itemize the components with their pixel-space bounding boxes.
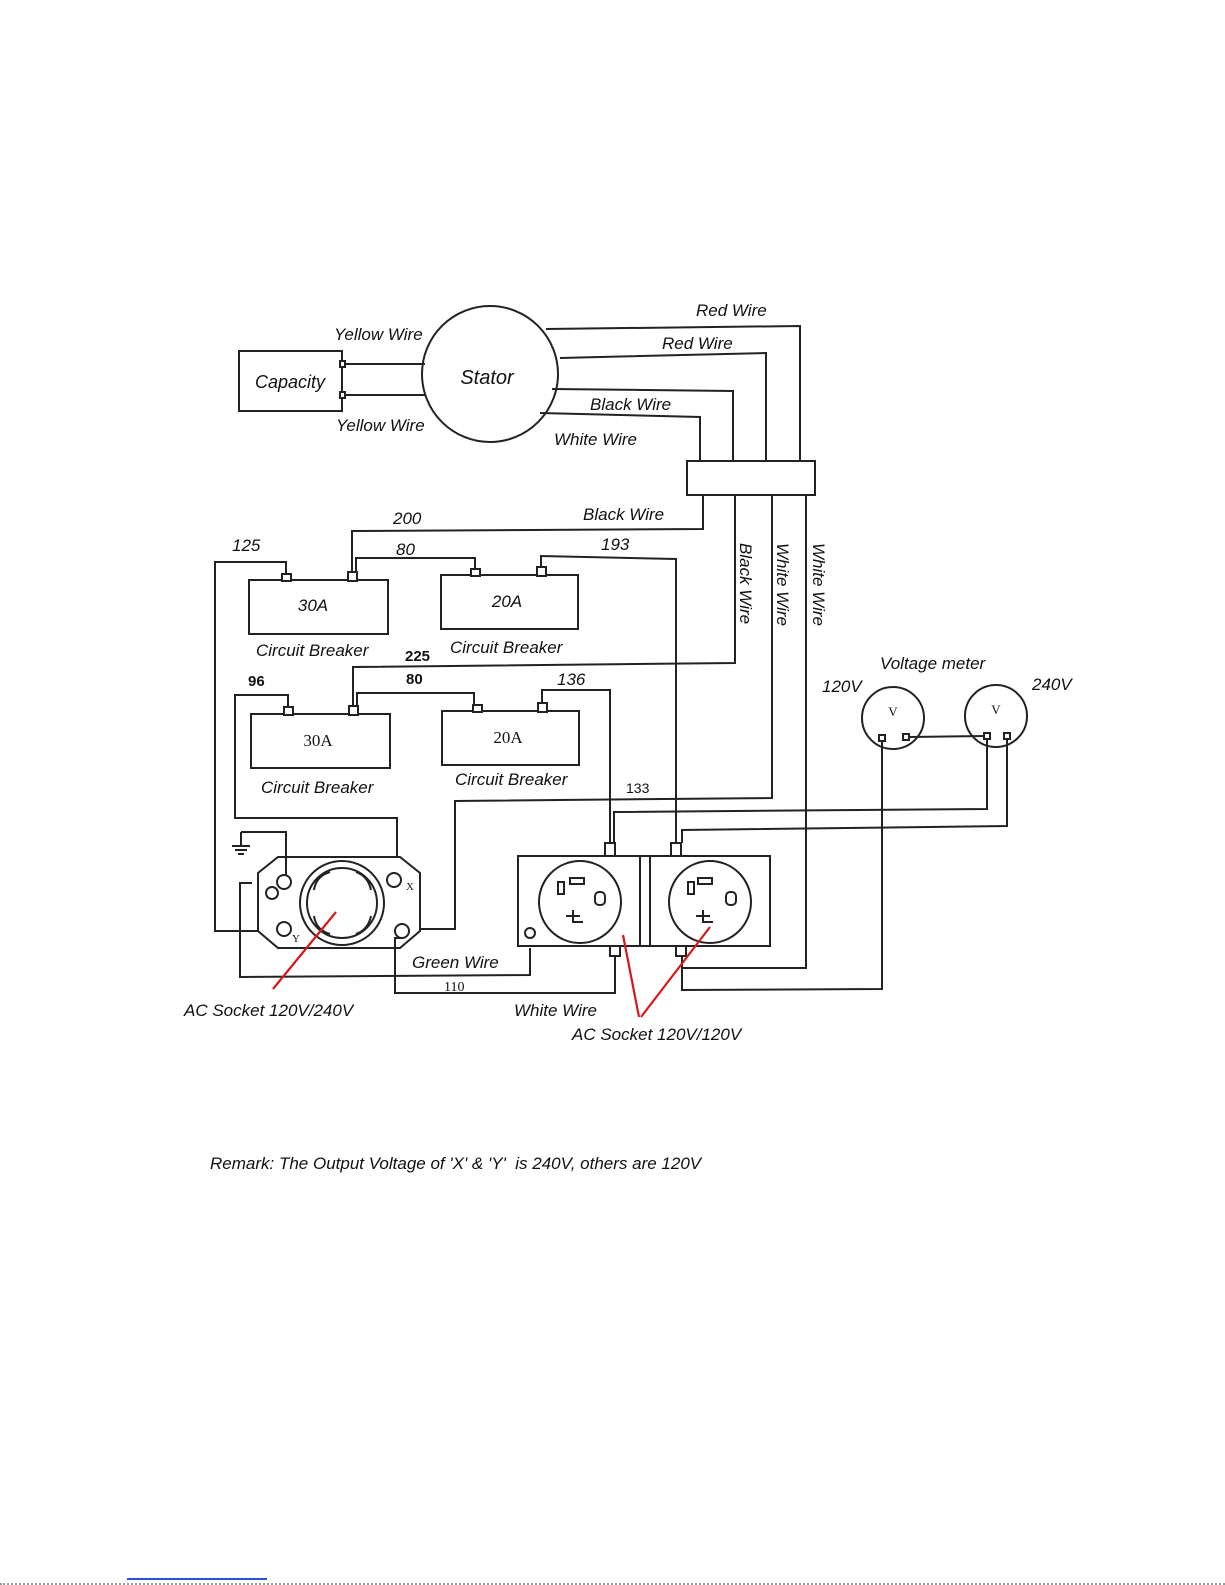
wire-110 [394, 937, 616, 994]
voltage-meter: Voltage meter 120V 240V V V [822, 654, 1073, 750]
twist-lock-socket-label: AC Socket 120V/240V [183, 1001, 355, 1020]
red-wire-1-label: Red Wire [696, 301, 767, 320]
wire-number-133: 133 [626, 780, 650, 796]
duplex-socket-label: AC Socket 120V/120V [571, 1025, 743, 1044]
voltage-meter-240v-label: 240V [1031, 675, 1073, 694]
breaker-20a-upper: 20A Circuit Breaker [440, 566, 579, 657]
white-wire-vertical-2-label: White Wire [809, 543, 828, 626]
wire-80-lower [356, 692, 475, 706]
meter-wire-240v-2 [681, 739, 1008, 843]
black-wire-vertical-label: Black Wire [736, 543, 755, 624]
footer-link-underline [127, 1578, 267, 1580]
red-wire-1 [545, 324, 801, 462]
pointer-duplex-right [640, 926, 711, 1018]
voltmeter-240v-glyph: V [991, 702, 1001, 717]
red-wire-2 [559, 351, 767, 462]
black-wire-1 [551, 388, 734, 462]
capacity-box: Capacity [238, 350, 343, 412]
yellow-wire-bottom-label: Yellow Wire [336, 416, 425, 435]
breaker-rating: 30A [303, 731, 333, 750]
stator-label: Stator [460, 367, 515, 389]
wire-number-80-lower: 80 [406, 671, 423, 688]
wire-number-80-upper: 80 [396, 540, 415, 559]
black-wire-1-label: Black Wire [590, 395, 671, 414]
wire-193 [540, 554, 677, 843]
stator: Stator [421, 305, 559, 443]
breaker-rating: 20A [493, 728, 523, 747]
capacity-terminal-top [339, 360, 346, 368]
wire-125 [214, 561, 287, 932]
breaker-label: Circuit Breaker [450, 638, 564, 657]
remark-text: Remark: The Output Voltage of 'X' & 'Y' … [210, 1154, 702, 1173]
green-wire [239, 882, 531, 979]
wire-number-136: 136 [557, 670, 586, 689]
breaker-rating: 30A [298, 596, 328, 615]
breaker-30a-lower: 30A Circuit Breaker [250, 705, 391, 797]
white-wire-133 [412, 495, 773, 930]
wire-number-125: 125 [232, 536, 261, 555]
black-wire-200 [351, 495, 704, 572]
junction-block [686, 460, 816, 496]
meter-wire-240v-1 [613, 739, 988, 843]
breaker-20a-lower: 20A Circuit Breaker [441, 702, 580, 789]
pointer-twist-lock [272, 911, 337, 990]
terminal-x-label: X [406, 881, 414, 893]
pointer-duplex-left [621, 934, 641, 1018]
breaker-label: Circuit Breaker [256, 641, 370, 660]
white-wire-1 [539, 412, 701, 462]
red-wire-2-label: Red Wire [662, 334, 733, 353]
ground-symbol [232, 831, 287, 875]
white-wire-vertical-1-label: White Wire [773, 543, 792, 626]
black-wire-2-label: Black Wire [583, 505, 664, 524]
wire-number-225: 225 [405, 648, 430, 665]
wire-number-193: 193 [601, 535, 630, 554]
black-wire-225 [352, 495, 736, 708]
breaker-label: Circuit Breaker [261, 778, 375, 797]
white-wire-1-label: White Wire [554, 430, 637, 449]
voltmeter-240v [964, 684, 1028, 748]
voltage-meter-title: Voltage meter [880, 654, 987, 673]
white-wire-bottom-label: White Wire [514, 1001, 597, 1020]
yellow-wire-top-label: Yellow Wire [334, 325, 423, 344]
breaker-rating: 20A [491, 592, 522, 611]
voltage-meter-120v-label: 120V [822, 677, 863, 696]
wire-number-110: 110 [444, 980, 464, 995]
meter-link [908, 735, 985, 738]
terminal-y-label: Y [292, 933, 300, 945]
duplex-socket [517, 842, 771, 957]
wire-80-upper [355, 557, 476, 572]
wire-96 [234, 694, 398, 870]
capacity-label: Capacity [255, 372, 326, 392]
capacity-terminal-bottom [339, 391, 346, 399]
wire-number-96: 96 [248, 673, 265, 690]
breaker-30a-upper: 30A Circuit Breaker [248, 571, 389, 660]
voltmeter-120v-glyph: V [888, 704, 898, 719]
page-edge-dots [0, 1583, 1225, 1585]
breaker-label: Circuit Breaker [455, 770, 569, 789]
twist-lock-socket: X Y [257, 856, 421, 949]
wire-number-200: 200 [392, 509, 422, 528]
wire-136 [541, 689, 611, 843]
green-wire-label: Green Wire [412, 953, 499, 972]
meter-wire-120v [681, 741, 883, 992]
